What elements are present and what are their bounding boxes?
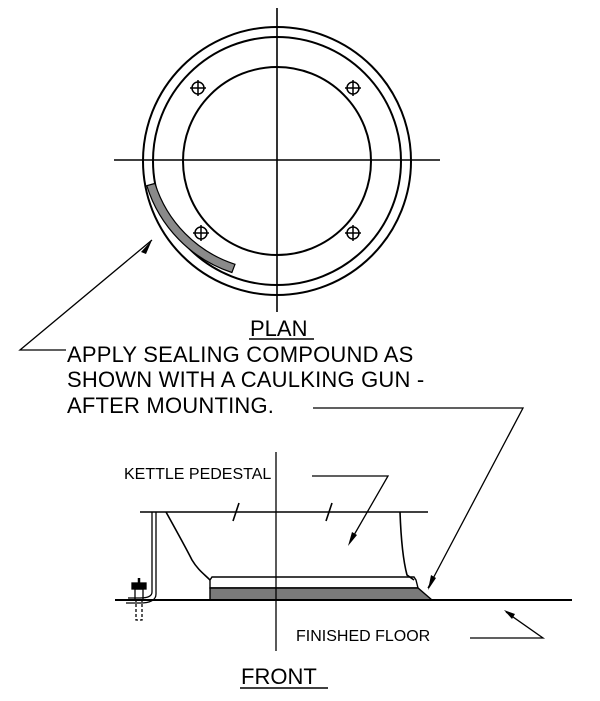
break-mark — [232, 502, 240, 522]
sealing-note: APPLY SEALING COMPOUND AS SHOWN WITH A C… — [67, 342, 424, 418]
left-pipe — [128, 512, 153, 599]
pedestal-right-outline — [399, 511, 415, 581]
plan-leader-line — [18, 239, 153, 351]
left-pipe-inner — [126, 512, 157, 604]
front-view — [115, 452, 572, 651]
kettle-pedestal-label: KETTLE PEDESTAL — [124, 466, 271, 483]
kettle-leader-line — [312, 475, 390, 543]
plan-view — [114, 8, 440, 312]
front-title: FRONT — [241, 664, 317, 689]
pedestal-flange — [209, 576, 419, 589]
plan-leader-arrowhead — [141, 240, 152, 254]
front-sealant — [209, 587, 434, 601]
sealant-band — [146, 182, 236, 274]
note-line-1: APPLY SEALING COMPOUND AS — [67, 342, 414, 367]
finished-floor-label: FINISHED FLOOR — [296, 628, 430, 645]
note-line-3: AFTER MOUNTING. — [67, 393, 274, 418]
floor-leader-arrowhead — [504, 610, 515, 619]
bolt-hole-icon — [193, 225, 209, 241]
anchor-bolt-icon — [131, 578, 147, 621]
bolt-hole-icon — [345, 80, 361, 96]
bolt-hole-icon — [190, 80, 206, 96]
kettle-leader-arrowhead — [348, 532, 357, 546]
note-line-2: SHOWN WITH A CAULKING GUN - — [67, 367, 424, 392]
break-mark — [325, 502, 333, 522]
floor-leader-line — [470, 611, 546, 639]
plan-title: PLAN — [250, 316, 307, 341]
pedestal-left-outline — [165, 511, 211, 581]
front-leader-line — [313, 407, 525, 589]
bolt-hole-icon — [345, 225, 361, 241]
front-leader-arrowhead — [428, 575, 436, 590]
